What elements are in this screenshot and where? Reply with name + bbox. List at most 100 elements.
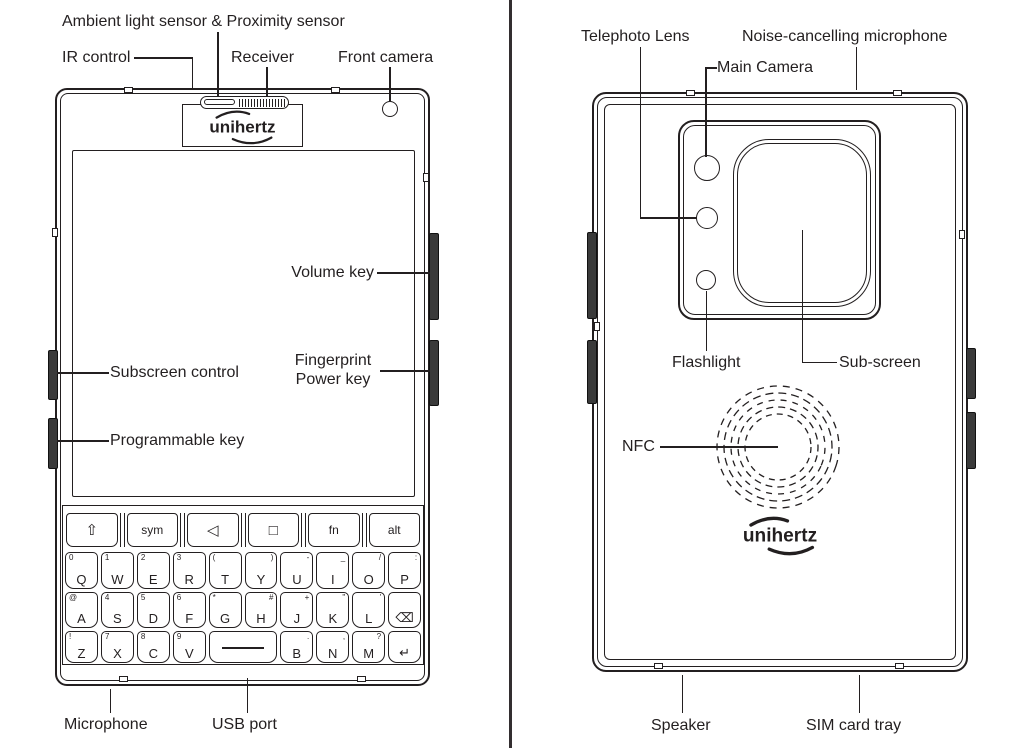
key-letter: P <box>400 572 409 587</box>
antenna-notch <box>52 228 58 237</box>
key-alt-symbol: ! <box>69 632 72 641</box>
key-alt-symbol: # <box>268 593 274 602</box>
key-space <box>208 631 278 663</box>
label-microphone: Microphone <box>64 716 148 733</box>
alt-key: alt <box>368 513 420 547</box>
leader-line <box>266 67 268 97</box>
antenna-notch <box>594 322 600 331</box>
antenna-notch <box>423 173 429 182</box>
key-letter: H <box>256 611 266 626</box>
key-alt-symbol: 0 <box>69 553 74 562</box>
key-alt-symbol: ? <box>376 632 382 641</box>
key-divider <box>361 513 367 547</box>
key-u: -U <box>280 552 314 589</box>
leader-line <box>855 47 857 90</box>
leader-line <box>639 217 697 219</box>
leader-line <box>217 32 219 96</box>
shift-key: ⇧ <box>66 513 118 547</box>
receiver-mesh <box>239 98 285 107</box>
flashlight-led <box>696 270 716 290</box>
shift-icon: ⇧ <box>85 521 99 539</box>
antenna-notch <box>357 676 366 682</box>
label-fingerprint-line2: Power key <box>295 371 371 388</box>
leader-line <box>858 675 860 713</box>
key-alt-symbol: 2 <box>140 553 146 562</box>
key-letter: L <box>365 611 373 626</box>
leader-line <box>705 67 717 69</box>
receiver-grille <box>200 96 289 109</box>
unihertz-logo-back: unihertz <box>743 516 817 556</box>
label-usb-port: USB port <box>212 716 277 733</box>
key-alt-symbol: , <box>342 632 346 641</box>
key-alt-symbol: 6 <box>176 593 182 602</box>
key-k: "K <box>316 592 350 628</box>
fn-key: fn <box>308 513 360 547</box>
volume-key-button <box>429 233 439 320</box>
main-camera-lens <box>694 155 720 181</box>
key-letter: M <box>363 646 375 661</box>
key-letter: I <box>330 572 335 587</box>
leader-line <box>380 370 430 372</box>
label-receiver: Receiver <box>231 49 295 66</box>
leader-line <box>660 446 778 448</box>
leader-line <box>57 440 109 442</box>
key-backspace: ⌫ <box>388 592 422 628</box>
key-letter: B <box>292 646 302 661</box>
leader-line <box>377 272 430 274</box>
nfc-coil <box>716 385 840 509</box>
key-alt-symbol: + <box>304 593 310 602</box>
space-bar-glyph <box>221 647 265 649</box>
antenna-notch <box>331 87 340 93</box>
key-letter: Q <box>76 572 87 587</box>
key-letter: K <box>328 611 338 626</box>
antenna-notch <box>654 663 663 669</box>
label-telephoto-lens: Telephoto Lens <box>581 28 690 45</box>
antenna-notch <box>686 90 695 96</box>
label-ir-control: IR control <box>62 49 131 66</box>
key-n: ,N <box>316 631 350 663</box>
leader-line <box>57 372 109 374</box>
back-triangle-icon: ◁ <box>206 521 219 539</box>
leader-line <box>681 675 683 713</box>
key-letter: ⌫ <box>395 610 414 625</box>
key-m: ?M <box>352 631 386 663</box>
label-programmable-key: Programmable key <box>110 432 245 449</box>
subscreen-control-button-back <box>966 348 976 399</box>
antenna-notch <box>895 663 904 669</box>
svg-text:unihertz: unihertz <box>743 526 817 547</box>
back-cover-seam <box>604 104 956 660</box>
key-y: )Y <box>244 552 278 589</box>
antenna-notch <box>119 676 128 682</box>
leader-line <box>389 67 391 101</box>
key-letter: V <box>184 646 194 661</box>
antenna-notch <box>893 90 902 96</box>
label-sim-card-tray: SIM card tray <box>806 717 902 734</box>
label-subscreen-control: Subscreen control <box>110 364 239 381</box>
key-alt-symbol: : <box>414 553 418 562</box>
key-letter: U <box>292 572 302 587</box>
key-letter: ↵ <box>399 645 410 660</box>
key-j: +J <box>280 592 314 628</box>
key-i: _I <box>316 552 350 589</box>
key-letter: X <box>113 646 122 661</box>
key-alt-symbol: 8 <box>140 632 146 641</box>
key-letter: W <box>111 572 124 587</box>
label-front-camera: Front camera <box>338 49 434 66</box>
key-letter: C <box>148 646 159 661</box>
key-letter: T <box>221 572 230 587</box>
home-key: □ <box>247 513 299 547</box>
key-alt-symbol: @ <box>69 593 78 602</box>
label-ambient-proximity-sensor: Ambient light sensor & Proximity sensor <box>62 13 345 30</box>
camera-module-inner <box>683 125 876 315</box>
key-alt-symbol: 1 <box>104 553 110 562</box>
leader-line <box>191 57 193 90</box>
key-t: (T <box>208 552 242 589</box>
key-alt-symbol: * <box>212 593 216 602</box>
key-alt-symbol: 7 <box>104 632 110 641</box>
telephoto-lens <box>696 207 718 229</box>
